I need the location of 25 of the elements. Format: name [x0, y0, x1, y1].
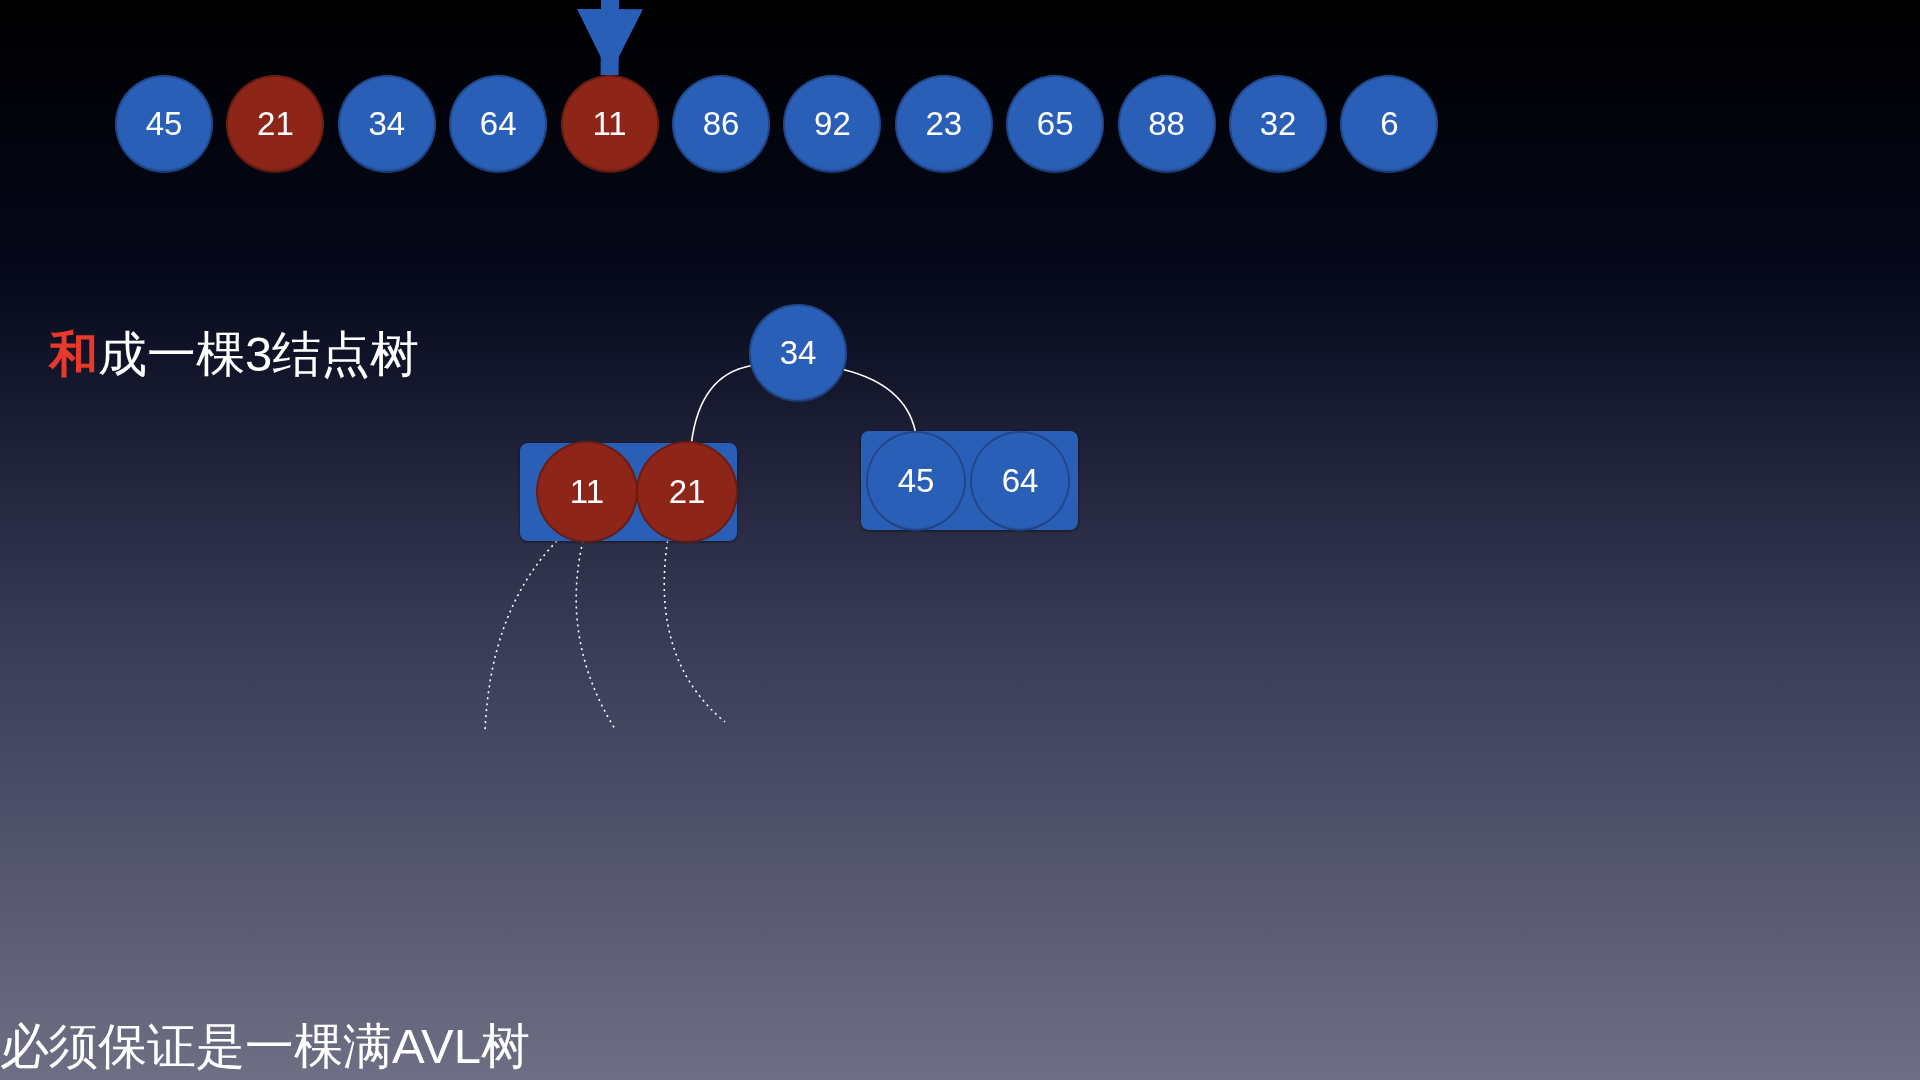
number-circle: 64 — [970, 431, 1070, 531]
connector-line — [843, 368, 917, 432]
node-box — [520, 443, 737, 541]
number-circle: 45 — [866, 431, 966, 531]
number-circle: 32 — [1229, 75, 1327, 173]
number-circle: 34 — [337, 75, 436, 173]
note-text: 必须保证是一棵满AVL树 — [0, 1018, 530, 1075]
number-circle: 64 — [449, 75, 548, 173]
number-circle: 6 — [1340, 75, 1439, 173]
connector-line — [690, 364, 752, 444]
number-circle: 86 — [672, 75, 770, 173]
number-circle: 45 — [115, 75, 213, 173]
number-circle: 92 — [783, 75, 882, 173]
number-circle: 11 — [536, 441, 638, 543]
number-circle: 88 — [1117, 75, 1216, 173]
heading-text: 和成一棵3结点树 — [49, 326, 420, 383]
number-circle: 21 — [636, 441, 738, 543]
arrow — [576, 0, 643, 76]
number-circle: 34 — [749, 304, 847, 402]
number-circle: 65 — [1006, 75, 1105, 173]
number-circle: 21 — [226, 75, 325, 173]
number-circle: 11 — [560, 75, 659, 173]
node-box — [861, 431, 1078, 530]
dotted-line — [663, 540, 726, 723]
number-circle: 23 — [894, 75, 993, 173]
